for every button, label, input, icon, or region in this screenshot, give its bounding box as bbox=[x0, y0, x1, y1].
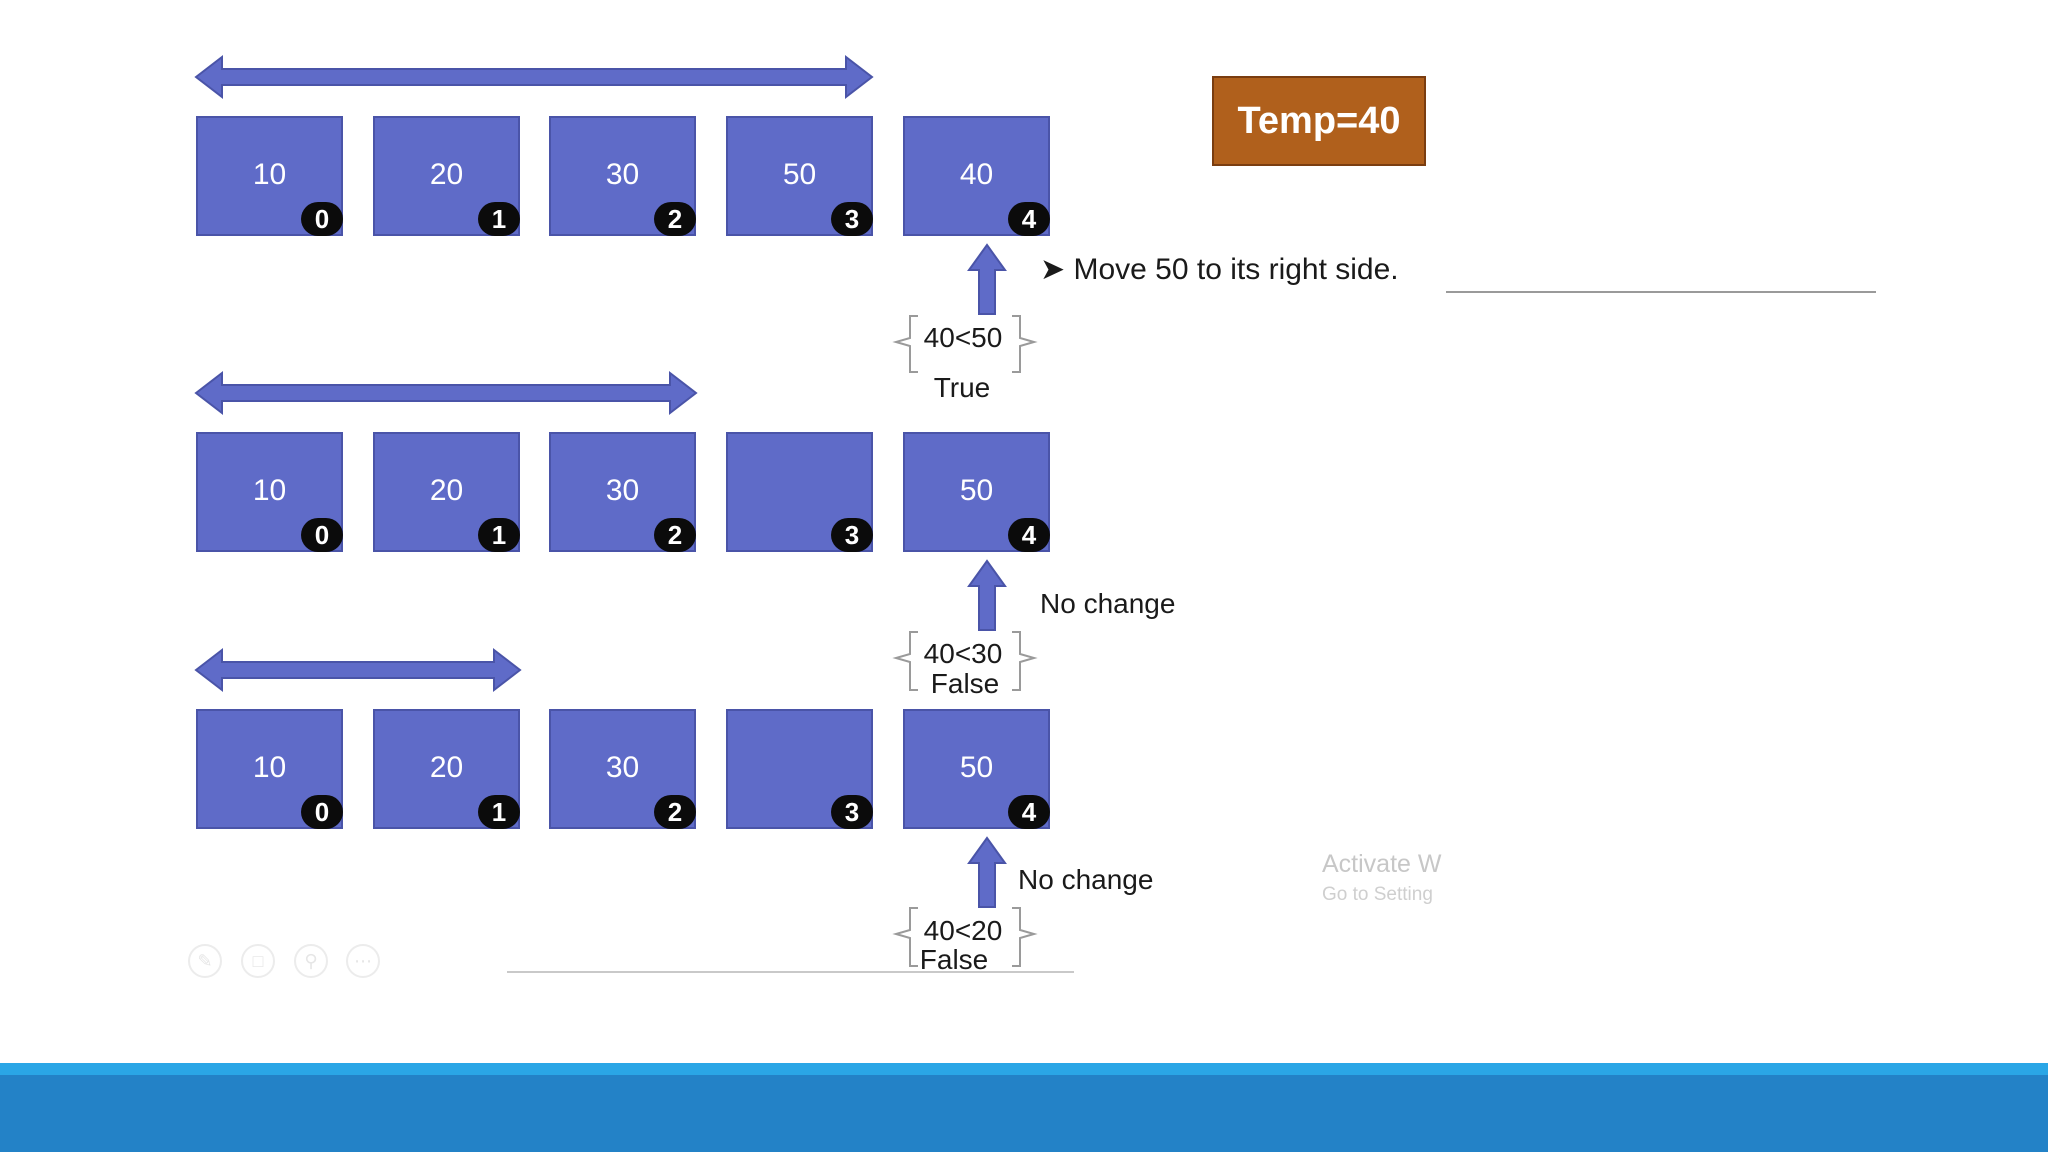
zoom-icon[interactable]: ⚲ bbox=[294, 944, 328, 978]
array-cell: 10 0 bbox=[196, 116, 343, 236]
pen-icon[interactable]: ✎ bbox=[188, 944, 222, 978]
cell-index: 3 bbox=[831, 795, 873, 829]
cell-index: 2 bbox=[654, 518, 696, 552]
cell-value: 30 bbox=[605, 158, 640, 191]
comparison-expr: 40<20 bbox=[923, 915, 1003, 946]
cell-value: 10 bbox=[252, 474, 287, 507]
cell-index: 2 bbox=[654, 795, 696, 829]
temp-box: Temp=40 bbox=[1212, 76, 1426, 166]
instruction-text: Move 50 to its right side. bbox=[1073, 253, 1399, 286]
bracket-3 bbox=[892, 907, 1038, 967]
array-cell: 30 2 bbox=[549, 116, 696, 236]
array-cell: 3 bbox=[726, 709, 873, 829]
cell-index: 1 bbox=[478, 795, 520, 829]
array-cell: 30 2 bbox=[549, 432, 696, 552]
cell-index: 4 bbox=[1008, 518, 1050, 552]
up-arrow-2 bbox=[967, 559, 1007, 631]
arrowhead-bullet-icon: ➤ bbox=[1040, 253, 1066, 286]
cell-index: 0 bbox=[301, 518, 343, 552]
comparison-expr: 40<30 bbox=[923, 638, 1003, 669]
slides-icon[interactable]: □ bbox=[241, 944, 275, 978]
bracket-2 bbox=[892, 631, 1038, 691]
array-cell: 10 0 bbox=[196, 709, 343, 829]
comparison-result: False bbox=[919, 944, 989, 972]
cell-value: 40 bbox=[959, 158, 994, 191]
footer-strip bbox=[0, 1063, 2048, 1075]
cell-value: 10 bbox=[252, 751, 287, 784]
bracket-1 bbox=[892, 315, 1038, 373]
cell-index: 1 bbox=[478, 518, 520, 552]
note-no-change: No change bbox=[1018, 864, 1154, 895]
cell-value: 50 bbox=[959, 751, 994, 784]
cell-index: 0 bbox=[301, 795, 343, 829]
cell-index: 3 bbox=[831, 202, 873, 236]
array-cell: 20 1 bbox=[373, 709, 520, 829]
cell-value: 50 bbox=[782, 158, 817, 191]
array-cell: 10 0 bbox=[196, 432, 343, 552]
instruction-bullet: ➤ Move 50 to its right side. bbox=[1040, 252, 1399, 287]
array-cell: 30 2 bbox=[549, 709, 696, 829]
cell-index: 2 bbox=[654, 202, 696, 236]
range-arrow-row1 bbox=[194, 54, 874, 100]
activation-watermark-sub: Go to Setting bbox=[1322, 884, 1433, 905]
range-arrow-row2 bbox=[194, 370, 698, 416]
array-cell: 3 bbox=[726, 432, 873, 552]
activation-watermark: Activate W bbox=[1322, 850, 1442, 878]
up-arrow-1 bbox=[967, 243, 1007, 315]
cell-index: 4 bbox=[1008, 202, 1050, 236]
footer-bar bbox=[0, 1075, 2048, 1152]
cell-value: 20 bbox=[429, 474, 464, 507]
array-cell: 50 3 bbox=[726, 116, 873, 236]
array-cell: 50 4 bbox=[903, 432, 1050, 552]
array-cell: 50 4 bbox=[903, 709, 1050, 829]
cell-index: 0 bbox=[301, 202, 343, 236]
array-cell: 20 1 bbox=[373, 432, 520, 552]
comparison-result: True bbox=[933, 372, 991, 403]
range-arrow-row3 bbox=[194, 647, 522, 693]
array-cell: 20 1 bbox=[373, 116, 520, 236]
cell-index: 4 bbox=[1008, 795, 1050, 829]
cell-value: 20 bbox=[429, 158, 464, 191]
note-no-change: No change bbox=[1040, 588, 1176, 619]
cell-value: 30 bbox=[605, 751, 640, 784]
cell-index: 3 bbox=[831, 518, 873, 552]
cell-value: 20 bbox=[429, 751, 464, 784]
comparison-expr: 40<50 bbox=[923, 322, 1003, 353]
comparison-result: False bbox=[930, 668, 1000, 699]
up-arrow-3 bbox=[967, 836, 1007, 908]
cell-value: 10 bbox=[252, 158, 287, 191]
cell-value: 30 bbox=[605, 474, 640, 507]
array-cell: 40 4 bbox=[903, 116, 1050, 236]
cell-value: 50 bbox=[959, 474, 994, 507]
more-icon[interactable]: ⋯ bbox=[346, 944, 380, 978]
cell-index: 1 bbox=[478, 202, 520, 236]
